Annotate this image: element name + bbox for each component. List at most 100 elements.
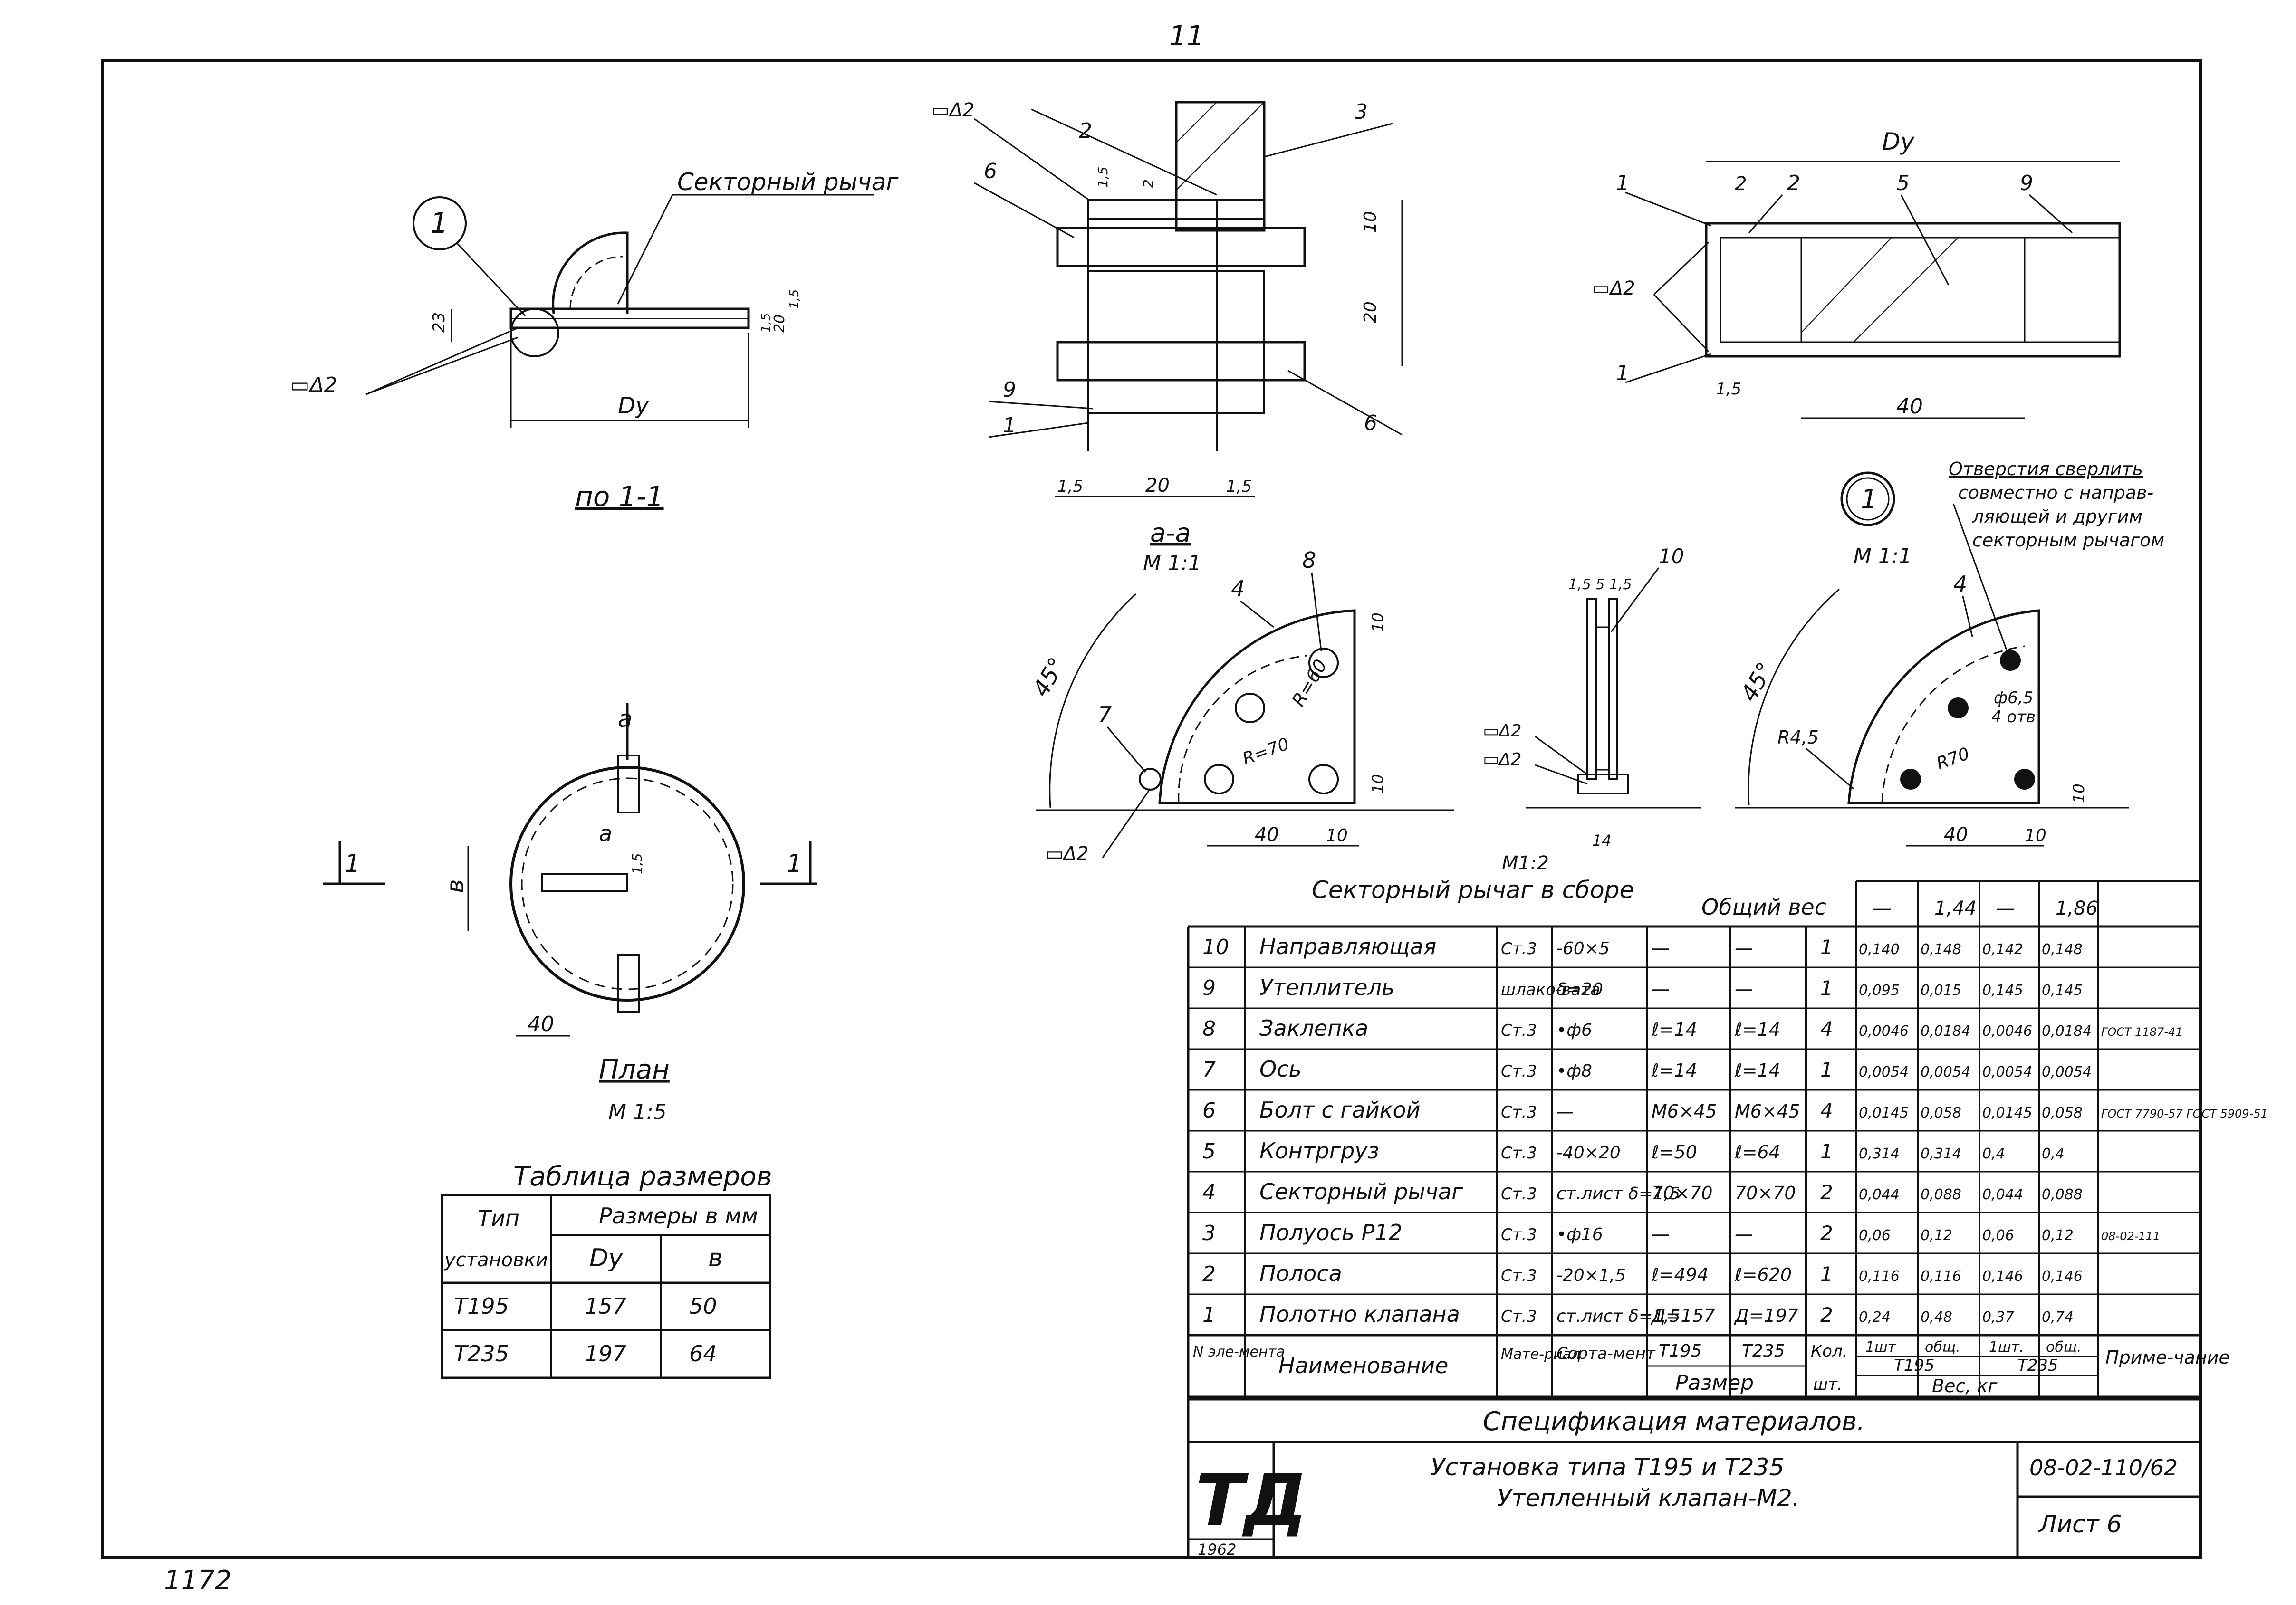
row-size-t235: ℓ=620 bbox=[1734, 1264, 1792, 1285]
row-quantity: 1 bbox=[1820, 1140, 1833, 1163]
row-material: Ст.3 bbox=[1501, 1185, 1537, 1204]
header-material: Мате-риал bbox=[1501, 1346, 1580, 1363]
total-value: 1,44 bbox=[1934, 898, 1977, 919]
side-scale: М1:2 bbox=[1502, 852, 1549, 874]
row2-v: 64 bbox=[689, 1341, 717, 1366]
weld-1: ▭Δ2 bbox=[1483, 721, 1522, 741]
title-block: Спецификация материалов. ТД 1962 Установ… bbox=[1187, 1395, 2200, 1558]
dim-10: 10 bbox=[1361, 211, 1380, 233]
row-sortament: ст.лист δ=1,5 bbox=[1556, 1307, 1680, 1326]
row-material: Ст.3 bbox=[1501, 1144, 1537, 1163]
label-8: 8 bbox=[1302, 547, 1316, 573]
hole-2 bbox=[1948, 697, 1969, 718]
weld-2: ▭Δ2 bbox=[1483, 750, 1522, 769]
dim-10c: 10 bbox=[1326, 826, 1348, 845]
row-size-t235: — bbox=[1735, 1223, 1753, 1244]
section-title: по 1-1 bbox=[575, 480, 664, 513]
size-table-title: Таблица размеров bbox=[513, 1161, 772, 1192]
dim-1-5-left: 1,5 bbox=[1057, 477, 1083, 496]
total-label: Общий вес bbox=[1701, 894, 1826, 920]
dim-20h: 20 bbox=[1145, 475, 1170, 497]
dim-1-5-top: 1,5 bbox=[1095, 166, 1111, 188]
row-number: 7 bbox=[1202, 1058, 1216, 1082]
detail-callout: 1 bbox=[1861, 484, 1878, 515]
weld-symbol: ▭Δ2 bbox=[932, 99, 975, 121]
row-note: ГОСТ 1187-41 bbox=[2101, 1025, 2183, 1039]
header-sortament: Сорта-мент bbox=[1556, 1344, 1656, 1363]
row1-v: 50 bbox=[689, 1293, 717, 1319]
cut-a2: а bbox=[599, 821, 612, 846]
row-material: Ст.3 bbox=[1501, 1307, 1537, 1326]
row-weight-t195-total: 0,12 bbox=[1921, 1227, 1952, 1244]
row-weight-t195-one: 0,0046 bbox=[1859, 1023, 1909, 1040]
row-sortament: -40×20 bbox=[1556, 1143, 1621, 1163]
header-v: в bbox=[708, 1244, 723, 1272]
row-quantity: 4 bbox=[1820, 1099, 1833, 1122]
row-size-t195: ℓ=494 bbox=[1651, 1264, 1709, 1285]
row-name: Направляющая bbox=[1259, 934, 1436, 959]
row-weight-t235-total: 0,0184 bbox=[2042, 1023, 2092, 1040]
sheet-frame bbox=[101, 59, 2202, 1559]
guide-plate bbox=[1595, 626, 1610, 771]
row-size-t235: — bbox=[1735, 978, 1753, 999]
note-line-4: секторным рычагом bbox=[1972, 530, 2164, 551]
row-material: Ст.3 bbox=[1501, 939, 1537, 958]
row-size-t235: ℓ=14 bbox=[1734, 1060, 1780, 1081]
row2-du: 197 bbox=[585, 1341, 626, 1366]
detail-callout-circle bbox=[1840, 471, 1895, 526]
hole-4 bbox=[2014, 769, 2035, 790]
weld-symbol: ▭Δ2 bbox=[290, 373, 337, 397]
row-sortament: δ=20 bbox=[1556, 980, 1603, 999]
cut-a1: а bbox=[618, 705, 633, 733]
detail-1-view: 1 М 1:1 Отверстия сверлить совместно с н… bbox=[1735, 459, 2164, 847]
row-quantity: 1 bbox=[1820, 1058, 1833, 1081]
section-aa-title: а-а bbox=[1150, 518, 1191, 548]
valve-circle bbox=[509, 766, 745, 1002]
header-type-1: Тип bbox=[478, 1205, 519, 1231]
plan-scale: М 1:5 bbox=[608, 1100, 667, 1124]
header-name: Наименование bbox=[1278, 1353, 1448, 1378]
plan-view: а а 1 1 в 40 1,5 План М 1:5 bbox=[323, 703, 817, 1124]
row-size-t235: М6×45 bbox=[1735, 1101, 1800, 1122]
row-name: Заклепка bbox=[1259, 1015, 1368, 1041]
row-quantity: 2 bbox=[1820, 1303, 1833, 1327]
row-size-t195: ℓ=14 bbox=[1651, 1019, 1697, 1040]
footer-note: 1172 bbox=[164, 1565, 232, 1596]
row-weight-t235-one: 0,146 bbox=[1982, 1268, 2023, 1285]
row-weight-t235-total: 0,145 bbox=[2042, 982, 2083, 999]
note-line-2: совместно с направ- bbox=[1958, 482, 2153, 503]
label-2: 2 bbox=[1079, 119, 1092, 143]
row-weight-t195-total: 0,0054 bbox=[1921, 1064, 1970, 1080]
radius-4-5: R4,5 bbox=[1777, 727, 1819, 748]
row-note: ГОСТ 7790-57 ГОСТ 5909-51 bbox=[2101, 1107, 2268, 1120]
label-7: 7 bbox=[1098, 702, 1112, 727]
sector-lever bbox=[1158, 609, 1356, 804]
counterweight-plan bbox=[541, 873, 628, 892]
row-material: Ст.3 bbox=[1501, 1225, 1537, 1244]
row-number: 10 bbox=[1202, 935, 1229, 959]
row-name: Секторный рычаг bbox=[1259, 1179, 1463, 1204]
row-weight-t235-total: 0,0054 bbox=[2042, 1064, 2092, 1080]
header-weight-t235: Т235 bbox=[2017, 1356, 2058, 1375]
row-weight-t195-one: 0,140 bbox=[1859, 941, 1900, 958]
header-size-t235: Т235 bbox=[1742, 1341, 1785, 1361]
header-weight: Вес, кг bbox=[1932, 1376, 1998, 1396]
row-material: шлако-вата bbox=[1501, 980, 1600, 999]
row-sortament: ст.лист δ=1,5 bbox=[1556, 1184, 1680, 1204]
detail-circle bbox=[510, 308, 559, 357]
row-number: 9 bbox=[1202, 976, 1216, 1000]
lever-label: Секторный рычаг bbox=[677, 168, 899, 196]
row-weight-t235-one: 0,06 bbox=[1982, 1227, 2014, 1244]
header-weight-one-t195: 1шт bbox=[1865, 1339, 1897, 1356]
dim-10b: 10 bbox=[1369, 774, 1387, 793]
label-9: 9 bbox=[1003, 378, 1016, 402]
row-weight-t235-total: 0,146 bbox=[2042, 1268, 2083, 1285]
row-number: 8 bbox=[1202, 1017, 1216, 1041]
holes-count: 4 отв bbox=[1991, 707, 2036, 726]
row-weight-t235-total: 0,74 bbox=[2042, 1309, 2074, 1326]
label-6a: 6 bbox=[984, 159, 997, 183]
row-weight-t195-total: 0,48 bbox=[1921, 1309, 1952, 1326]
row-quantity: 1 bbox=[1820, 1262, 1833, 1286]
label-4: 4 bbox=[1953, 571, 1967, 597]
dim-23: 23 bbox=[430, 312, 449, 333]
